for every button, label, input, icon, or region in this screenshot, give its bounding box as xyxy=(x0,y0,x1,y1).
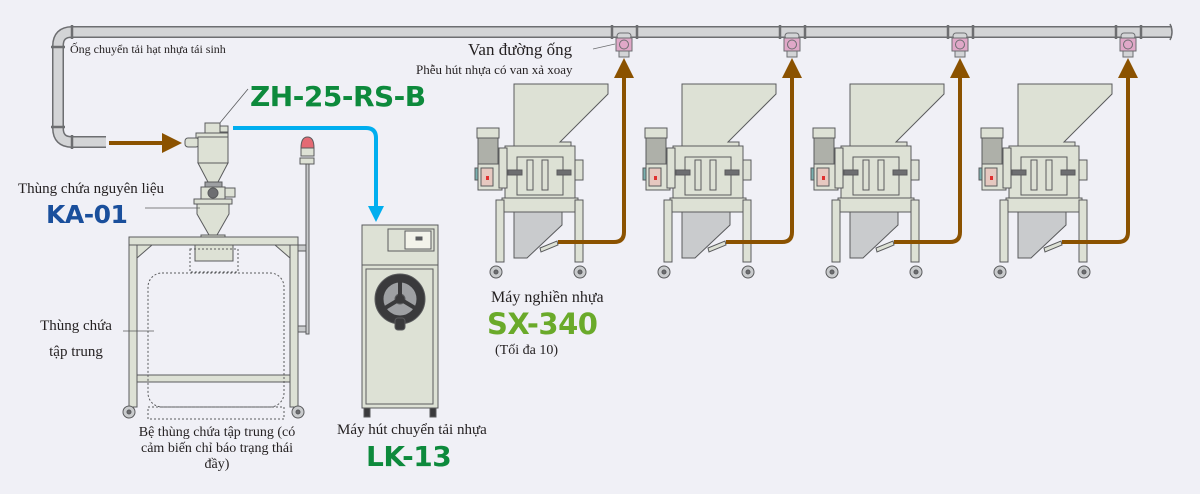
loader-lk13 xyxy=(361,224,439,418)
central-bin-label-line1: Thùng chứa xyxy=(40,318,112,334)
hopper-loader-model: ZH-25-RS-B xyxy=(250,80,426,113)
grinder-sx340 xyxy=(810,83,945,279)
pipe-valve-label: Van đường ống xyxy=(468,40,573,59)
grinder-max-count: (Tối đa 10) xyxy=(495,343,558,358)
pipe-valve xyxy=(778,25,807,58)
grinder-model: SX-340 xyxy=(487,307,598,341)
central-bin-label-line2: tập trung xyxy=(49,344,103,360)
grinder-outlet xyxy=(1017,211,1067,259)
grinder-label: Máy nghiền nhựa xyxy=(491,289,604,306)
hopper-loader-zh25 xyxy=(145,88,249,239)
pipe-valve xyxy=(1114,25,1143,58)
recycled-pipe xyxy=(51,23,1173,149)
leader-line xyxy=(218,88,249,125)
raw-bin-label: Thùng chứa nguyên liệu xyxy=(18,181,165,197)
grinder-hopper xyxy=(849,83,945,147)
warning-lamp xyxy=(300,136,315,149)
central-base-label-line2: cảm biến chỉ báo trạng thái xyxy=(141,441,293,456)
regrind-return-arrow xyxy=(1062,58,1138,244)
loader-flow-arrow xyxy=(233,126,384,222)
pipe-valve xyxy=(946,25,975,58)
central-base-label-line3: đầy) xyxy=(204,457,230,472)
loader-model: LK-13 xyxy=(366,440,452,473)
central-bin-frame xyxy=(122,236,305,420)
grinder-sx340 xyxy=(978,83,1113,279)
raw-bin-model: KA-01 xyxy=(46,200,128,229)
central-base-label-line1: Bệ thùng chứa tập trung (có xyxy=(138,425,296,440)
grinder-outlet xyxy=(849,211,899,259)
grinder-hopper xyxy=(681,83,777,147)
grinder-sx340 xyxy=(474,83,609,279)
central-base-label: Bệ thùng chứa tập trung (có cảm biến chỉ… xyxy=(128,425,306,473)
grinder-hopper xyxy=(1017,83,1113,147)
signal-tower xyxy=(297,136,315,335)
hopper-valve-label: Phễu hút nhựa có van xả xoay xyxy=(416,62,573,77)
regrind-return-arrow xyxy=(726,58,802,244)
regrind-return-arrow xyxy=(558,58,634,244)
grinder-hopper xyxy=(513,83,609,147)
regrind-return-arrow xyxy=(894,58,970,244)
leader-line xyxy=(592,43,616,50)
grinder-outlet xyxy=(681,211,731,259)
pipe-valve xyxy=(592,25,639,58)
grinder-outlet xyxy=(513,211,563,259)
pipe-break xyxy=(1169,23,1173,41)
recycled-pipe-label: Ống chuyển tải hạt nhựa tái sinh xyxy=(70,42,226,56)
grinder-sx340 xyxy=(642,83,777,279)
loader-label: Máy hút chuyển tải nhựa xyxy=(337,422,487,438)
central-bin-label: Thùng chứa tập trung xyxy=(28,313,124,365)
